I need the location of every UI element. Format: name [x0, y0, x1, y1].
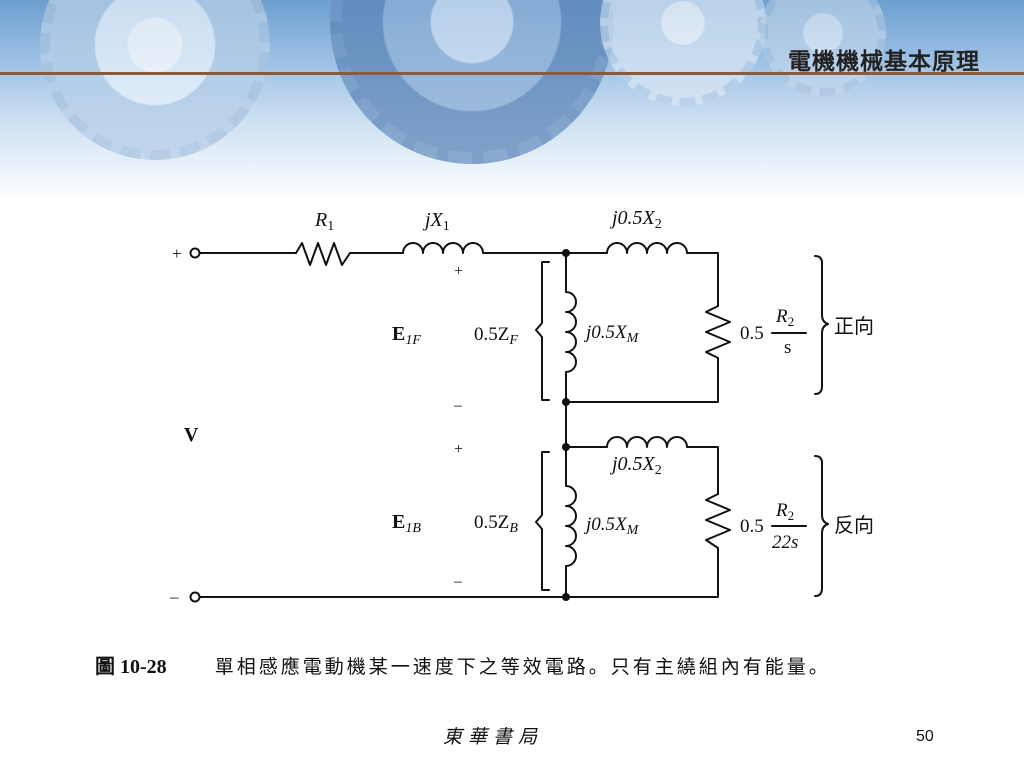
junction-dot: [562, 593, 570, 601]
e1b-plus: +: [454, 441, 463, 458]
x2-forward-label: j0.5X2: [609, 207, 662, 232]
inductor-xm-backward: [565, 485, 577, 567]
resistor-r2-backward: [705, 493, 731, 549]
x2-backward-label: j0.5X2: [609, 453, 662, 478]
direction-backward: 反向: [834, 514, 874, 537]
book-title: 電機機械基本原理: [788, 49, 980, 75]
zf-label: 0.5ZF: [474, 324, 518, 348]
brace-backward-direction: [814, 455, 829, 597]
e1f-minus: –: [453, 397, 463, 414]
direction-forward: 正向: [834, 315, 874, 338]
inductor-jx1: [402, 242, 484, 254]
brace-backward-z: [535, 451, 550, 591]
junction-dot: [562, 398, 570, 406]
inductor-x2-forward: [606, 242, 688, 254]
wire: [565, 357, 719, 403]
r2-backward-coef: 0.5: [740, 516, 764, 537]
terminal-minus: [189, 591, 201, 603]
terminal-plus: [189, 247, 201, 259]
zb-label: 0.5ZB: [474, 512, 518, 536]
publisher-name: 東華書局: [443, 726, 544, 748]
inductor-x2-backward: [606, 436, 688, 448]
voltage-label: V: [184, 424, 199, 446]
r2-backward-den: 22s: [772, 532, 798, 553]
wire: [686, 252, 719, 307]
page-number: 50: [916, 728, 934, 745]
brace-forward-z: [535, 261, 550, 401]
figure-caption-text: 單相感應電動機某一速度下之等效電路。只有主繞組內有能量。: [214, 656, 831, 678]
e1b-minus: –: [453, 573, 463, 590]
wire: [199, 547, 719, 598]
r2-forward-num: R2: [775, 306, 794, 329]
e1f-label: E1F: [392, 323, 421, 348]
brace-forward-direction: [814, 255, 829, 395]
xm-backward-label: j0.5XM: [583, 514, 640, 538]
jx1-label: jX1: [422, 209, 450, 234]
e1b-label: E1B: [392, 511, 421, 536]
inductor-xm-forward: [565, 291, 577, 373]
figure-number: 圖 10-28: [95, 656, 167, 678]
e1f-plus: +: [454, 263, 463, 280]
wire: [686, 446, 719, 495]
figure-caption: 圖 10-28 單相感應電動機某一速度下之等效電路。只有主繞組內有能量。: [95, 650, 831, 679]
r2-forward-den: s: [784, 337, 791, 358]
junction-dot: [562, 443, 570, 451]
terminal-minus-label: –: [169, 587, 179, 606]
terminal-plus-label: +: [172, 244, 182, 263]
header-banner: [0, 0, 1024, 200]
header-rule: [0, 72, 1024, 75]
resistor-r1: [295, 242, 351, 266]
r2-backward-num: R2: [775, 500, 794, 523]
r1-label: R1: [314, 209, 334, 234]
junction-dot: [562, 249, 570, 257]
r2-forward-coef: 0.5: [740, 323, 764, 344]
resistor-r2-forward: [705, 305, 731, 359]
xm-forward-label: j0.5XM: [583, 322, 640, 346]
